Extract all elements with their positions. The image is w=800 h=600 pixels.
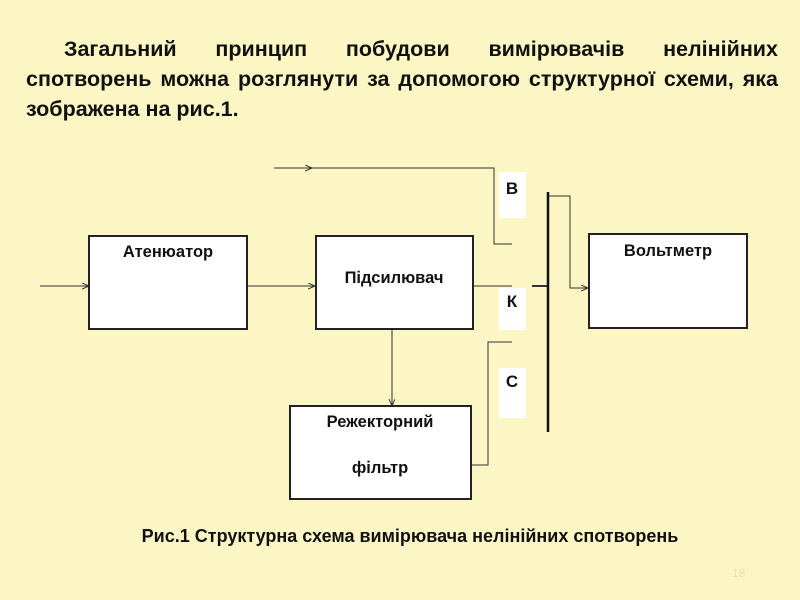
notch-filter-label-line1: Режекторний — [327, 413, 434, 431]
voltmeter-label: Вольтметр — [624, 242, 712, 260]
notch-filter-block — [289, 405, 472, 500]
switch-label-k-box — [499, 288, 526, 330]
reference-line-b — [274, 167, 512, 245]
voltmeter-block — [588, 233, 748, 329]
switch-label-b: В — [506, 179, 518, 198]
intro-paragraph: Загальний принцип побудови вимірювачів н… — [26, 37, 778, 121]
switch-label-b-box — [499, 172, 526, 218]
notch-filter-label-line2: фільтр — [352, 459, 408, 477]
attenuator-block — [88, 235, 248, 330]
attenuator-label: Атенюатор — [123, 243, 213, 261]
amplifier-label: Підсилювач — [345, 269, 444, 287]
switch-label-k: К — [507, 292, 518, 311]
switch-label-c-box — [499, 368, 526, 418]
filter-to-c-line — [471, 341, 512, 466]
page-number: 18 — [732, 566, 746, 580]
amplifier-block — [315, 235, 474, 330]
switch-label-c: С — [506, 372, 518, 391]
switch-to-voltmeter-line — [548, 195, 588, 288]
figure-caption: Рис.1 Структурна схема вимірювача неліні… — [141, 526, 679, 546]
